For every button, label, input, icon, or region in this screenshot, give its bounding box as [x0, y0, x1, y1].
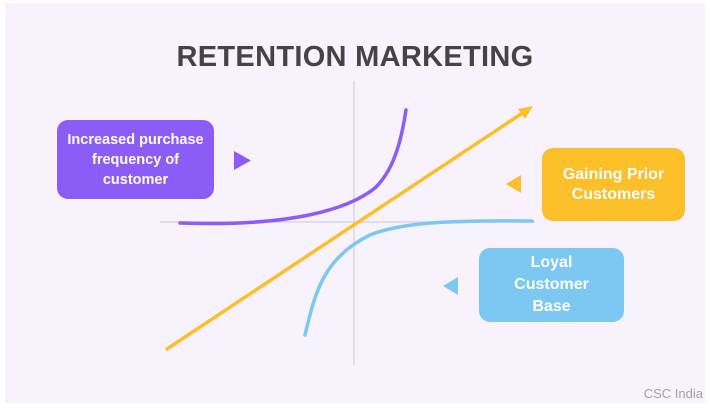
watermark: CSC India — [643, 386, 703, 401]
yellow-trend-line — [165, 112, 523, 351]
retention-diagram — [160, 81, 535, 365]
prior-customers-box: Gaining Prior Customers — [542, 148, 685, 221]
blue-pointer-icon — [443, 277, 458, 295]
purchase-frequency-label: Increased purchase frequency of customer — [67, 131, 204, 188]
loyal-customer-base-label: Loyal Customer Base — [514, 254, 589, 315]
prior-customers-label: Gaining Prior Customers — [562, 165, 665, 203]
yellow-pointer-icon — [506, 175, 521, 193]
yellow-arrowhead-icon — [518, 106, 533, 119]
page-title: RETENTION MARKETING — [176, 41, 534, 73]
loyal-customer-base-box: Loyal Customer Base — [479, 248, 624, 322]
purple-growth-curve — [178, 108, 408, 226]
slide-canvas: RETENTION MARKETING Increased purchase f… — [5, 3, 705, 403]
purple-pointer-icon — [234, 151, 251, 170]
purchase-frequency-box: Increased purchase frequency of customer — [57, 120, 214, 199]
blue-saturation-curve — [303, 219, 534, 337]
